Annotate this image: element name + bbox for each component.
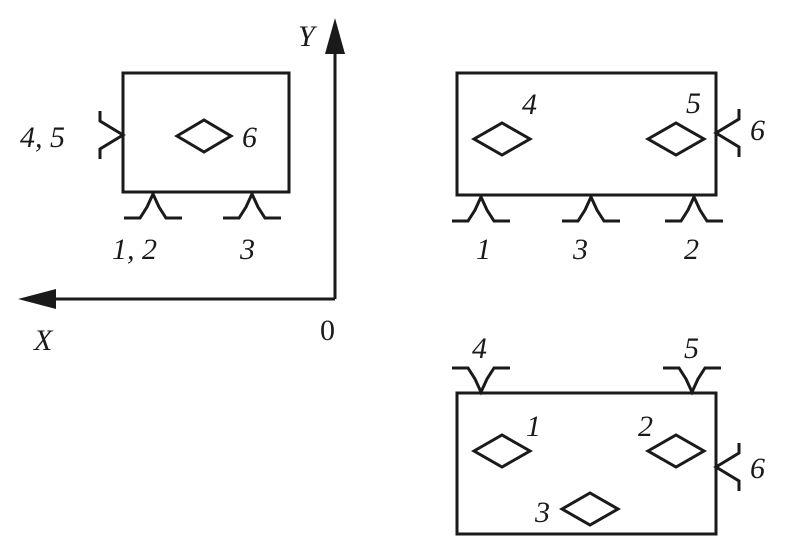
- bottom-support-icon: [223, 190, 281, 220]
- point-locator-label: 1: [526, 410, 541, 443]
- bottom-support-label: 1: [476, 233, 491, 266]
- bottom-support-icon: [452, 193, 510, 223]
- x-axis-label: X: [33, 324, 54, 357]
- diagram-1: 4, 5 6 1, 2 3: [20, 71, 291, 266]
- diagram-2: 1 3 2 4 5 6: [452, 71, 765, 266]
- origin-label: 0: [320, 314, 335, 347]
- point-locator-icon: [644, 433, 708, 469]
- top-support-icon: [452, 366, 510, 396]
- top-support-icon: [663, 366, 721, 396]
- x-axis-arrow-icon: [18, 289, 56, 309]
- side-support-label: 6: [750, 452, 765, 485]
- top-support-label: 4: [472, 332, 487, 365]
- side-support-label: 6: [750, 114, 765, 147]
- point-locator-label: 4: [522, 88, 537, 121]
- bottom-support-label: 1, 2: [112, 233, 157, 266]
- diagram-3: 4 5 1 2 3 6: [452, 332, 765, 536]
- point-locator-icon: [470, 121, 534, 157]
- bottom-support-label: 2: [684, 233, 699, 266]
- point-locator-icon: [644, 121, 708, 157]
- bottom-support-icon: [562, 193, 620, 223]
- point-locator-label: 3: [534, 496, 550, 529]
- bottom-support-icon: [124, 190, 182, 220]
- workpiece-block-2: [455, 71, 718, 197]
- point-locator-icon: [558, 491, 622, 527]
- bottom-support-label: 3: [572, 233, 588, 266]
- side-support-icon: [713, 443, 741, 491]
- y-axis-arrow-icon: [325, 18, 345, 54]
- coordinate-axes: Y X 0: [18, 18, 345, 357]
- point-locator-label: 2: [638, 410, 653, 443]
- point-locator-label: 5: [686, 87, 701, 120]
- side-support-label: 4, 5: [20, 121, 65, 154]
- side-support-icon: [713, 109, 741, 157]
- top-support-label: 5: [684, 332, 699, 365]
- y-axis-label: Y: [298, 20, 318, 53]
- bottom-support-icon: [665, 193, 723, 223]
- point-locator-icon: [470, 433, 534, 469]
- workpiece-block-1: [121, 71, 291, 194]
- point-locator-label: 6: [242, 121, 257, 154]
- side-support-icon: [98, 111, 126, 159]
- bottom-support-label: 3: [239, 233, 255, 266]
- point-locator-icon: [174, 118, 234, 154]
